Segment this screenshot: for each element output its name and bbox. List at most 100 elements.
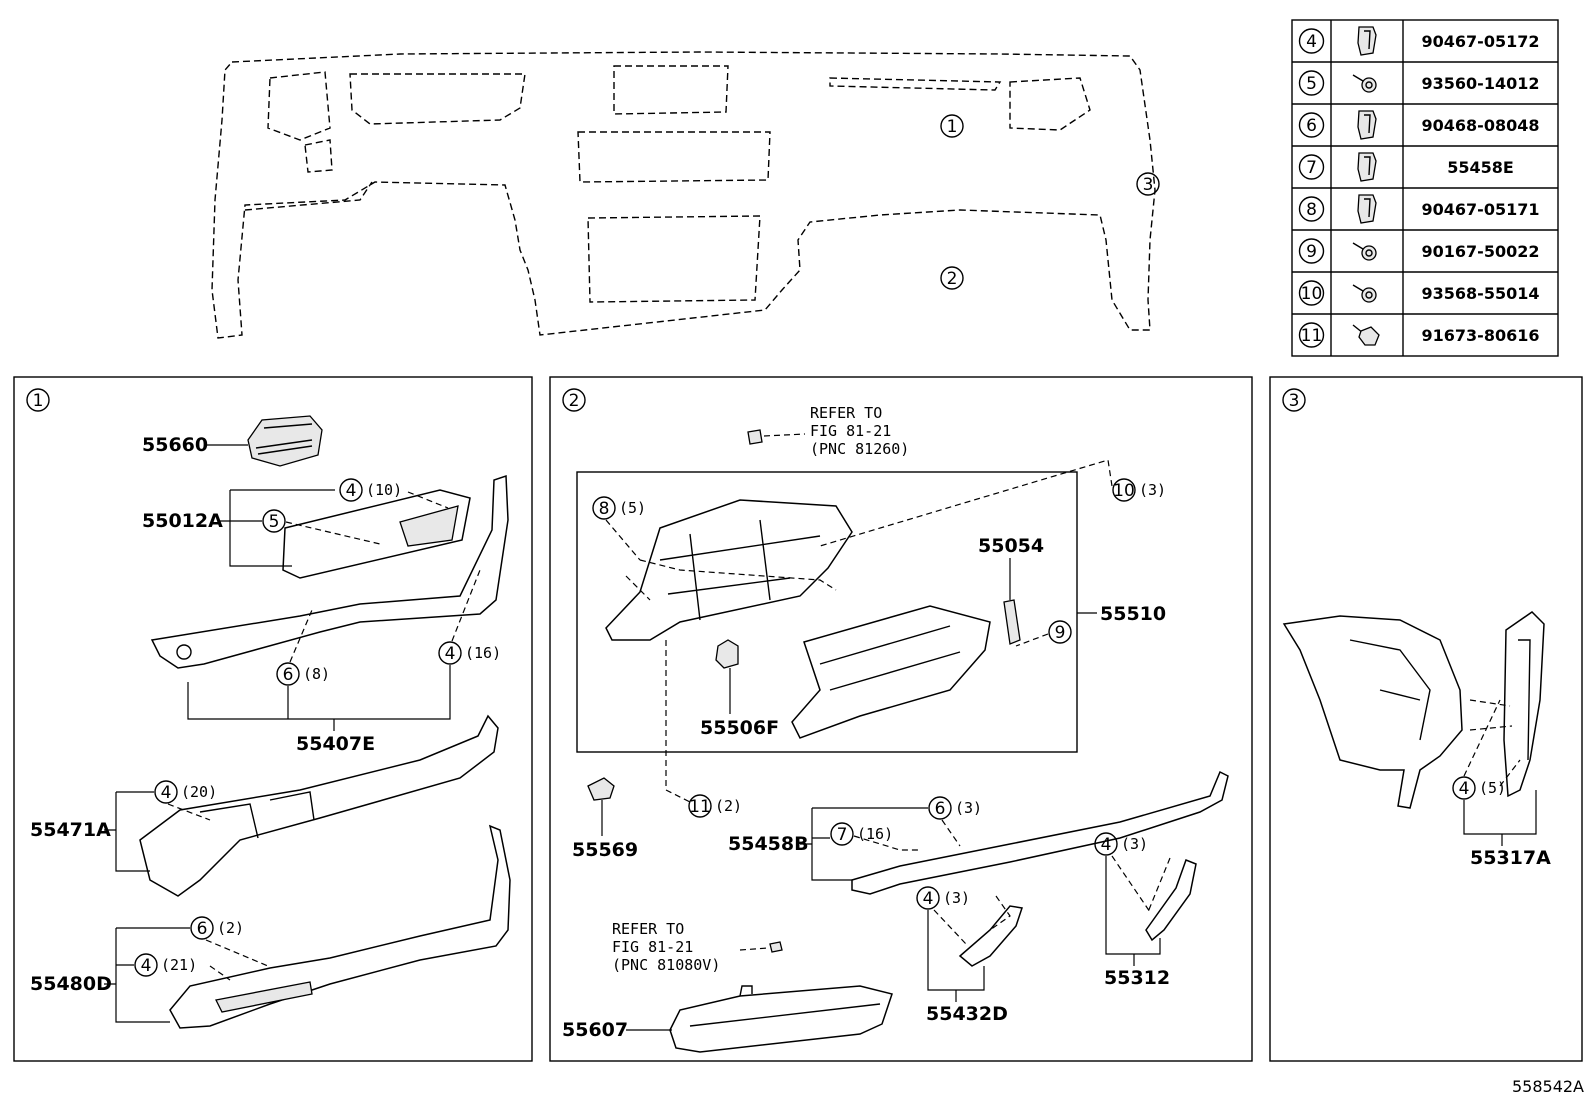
fastener-row: 4 90467-05172 (1298, 26, 1540, 56)
garnish-55012A-drawing (282, 489, 471, 579)
svg-text:6: 6 (197, 919, 208, 939)
fastener-part-number: 93560-14012 (1422, 74, 1540, 93)
panel-3-marker: 3 (1282, 388, 1306, 412)
svg-text:4: 4 (1306, 32, 1317, 52)
svg-text:7: 7 (1306, 158, 1317, 178)
svg-text:(PNC 81080V): (PNC 81080V) (612, 956, 720, 974)
clip-icon (1357, 152, 1377, 182)
p2-callout-7: 7 (16) (830, 822, 920, 851)
part-label-55510: 55510 (1100, 603, 1166, 625)
svg-text:4: 4 (141, 956, 152, 976)
fastener-ref: 11 (1298, 322, 1325, 348)
panel-1-marker: 1 (26, 388, 50, 412)
p1-callout-4-a: 4 (10) (339, 478, 449, 509)
panel-3: 3 4 (5) 55317A (1282, 388, 1551, 869)
fastener-part-number: 90467-05172 (1422, 32, 1540, 51)
svg-text:(10): (10) (366, 481, 402, 499)
part-label-55432D: 55432D (926, 1003, 1008, 1025)
fastener-row: 11 91673-80616 (1292, 313, 1558, 348)
part-label-55480D: 55480D (30, 973, 112, 995)
svg-text:(5): (5) (619, 499, 646, 517)
fastener-part-number: 91673-80616 (1422, 326, 1540, 345)
svg-text:5: 5 (269, 512, 280, 532)
screw-icon (1352, 242, 1377, 261)
clip-icon (1357, 194, 1377, 224)
svg-text:1: 1 (33, 391, 44, 411)
clip-icon (1357, 110, 1377, 140)
bolt-icon (1352, 324, 1380, 346)
fastener-ref: 8 (1298, 196, 1325, 222)
overview-marker-1: 1 (940, 114, 964, 138)
part-label-55471A: 55471A (30, 819, 111, 841)
svg-text:(2): (2) (715, 797, 742, 815)
svg-text:4: 4 (346, 481, 357, 501)
svg-text:(20): (20) (181, 783, 217, 801)
fastener-row: 10 93568-55014 (1292, 271, 1558, 306)
svg-text:9: 9 (1306, 242, 1317, 262)
p1-callout-5: 5 (230, 509, 381, 545)
fastener-ref: 4 (1298, 28, 1325, 54)
svg-text:10: 10 (1301, 284, 1323, 304)
part-label-55506F: 55506F (700, 717, 779, 739)
p2-callout-4-b: 4 (3) (1094, 832, 1171, 913)
panel-55471A-drawing (139, 714, 499, 897)
side-cover-55317A-drawing (1503, 611, 1545, 798)
svg-text:8: 8 (599, 499, 610, 519)
part-label-55569: 55569 (572, 839, 638, 861)
garnish-55480D-drawing (169, 824, 511, 1029)
p1-callout-6-b: 6 (2) (190, 916, 269, 967)
p1-callout-4-b: 4 (16) (438, 569, 501, 665)
svg-text:(3): (3) (1139, 481, 1166, 499)
svg-text:REFER TO: REFER TO (612, 920, 684, 938)
svg-text:(5): (5) (1479, 779, 1506, 797)
svg-text:4: 4 (1459, 779, 1470, 799)
svg-text:(16): (16) (857, 825, 893, 843)
svg-text:(2): (2) (217, 919, 244, 937)
svg-text:FIG 81-21: FIG 81-21 (810, 422, 891, 440)
glovebox-frame-drawing (605, 499, 853, 641)
svg-text:8: 8 (1306, 200, 1317, 220)
svg-text:REFER TO: REFER TO (810, 404, 882, 422)
svg-text:10: 10 (1113, 481, 1135, 501)
svg-text:(8): (8) (303, 665, 330, 683)
panel-55607-drawing (669, 985, 893, 1053)
figure-code: 558542A (1512, 1077, 1584, 1096)
p3-callout-4: 4 (5) (1452, 699, 1521, 800)
screw-icon (1352, 284, 1377, 303)
svg-text:3: 3 (1289, 391, 1300, 411)
fastener-ref: 5 (1298, 70, 1325, 96)
part-label-55660: 55660 (142, 434, 208, 456)
p1-callout-6-a: 6 (8) (276, 609, 330, 686)
svg-text:(3): (3) (1121, 835, 1148, 853)
damper-55054-drawing (1003, 599, 1021, 645)
part-label-55012A: 55012A (142, 510, 223, 532)
glovebox-door-drawing (791, 605, 991, 739)
svg-text:2: 2 (569, 391, 580, 411)
panel-2-marker: 2 (562, 388, 586, 412)
part-label-55407E: 55407E (296, 733, 375, 755)
svg-text:6: 6 (935, 799, 946, 819)
svg-text:6: 6 (1306, 116, 1317, 136)
clip-55569-drawing (587, 777, 615, 801)
panel-1-frame (13, 376, 533, 1062)
refer-note-81080V: REFER TO FIG 81-21 (PNC 81080V) (612, 920, 783, 974)
fastener-ref: 10 (1298, 280, 1325, 306)
fastener-part-number: 93568-55014 (1422, 284, 1540, 303)
svg-text:11: 11 (1301, 326, 1323, 346)
part-label-55054: 55054 (978, 535, 1044, 557)
svg-text:4: 4 (445, 644, 456, 664)
svg-text:3: 3 (1143, 175, 1154, 195)
garnish-55458B-drawing (851, 770, 1229, 895)
panel-3-frame (1269, 376, 1583, 1062)
fastener-row: 5 93560-14012 (1292, 61, 1558, 96)
svg-text:6: 6 (283, 665, 294, 685)
svg-text:(PNC 81260): (PNC 81260) (810, 440, 909, 458)
latch-55506F-drawing (715, 639, 739, 669)
svg-text:4: 4 (161, 783, 172, 803)
vent-55660-drawing (247, 415, 323, 467)
